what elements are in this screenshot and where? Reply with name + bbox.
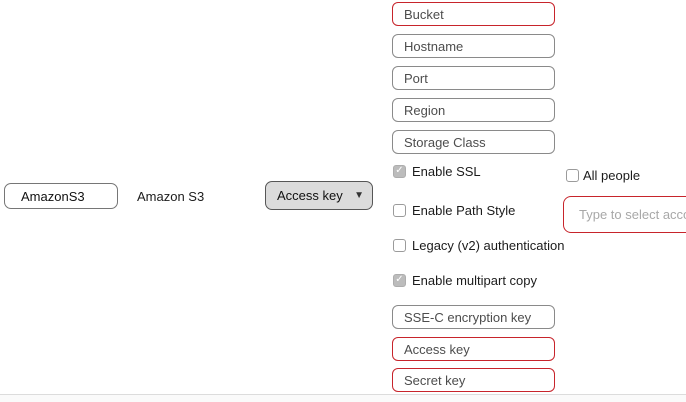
checkbox-label: Enable SSL [412, 163, 481, 179]
bucket-input[interactable] [392, 2, 555, 26]
checkbox-legacy-v2-auth[interactable]: ✓ Legacy (v2) authentication [393, 237, 565, 253]
chevron-down-icon: ▼ [354, 189, 364, 201]
checkbox-enable-multipart-copy[interactable]: ✓ Enable multipart copy [393, 272, 538, 288]
footer-strip [0, 395, 686, 402]
account-select-input[interactable] [563, 196, 686, 233]
protocol-label: Amazon S3 [137, 189, 205, 204]
checkbox-label: All people [583, 167, 641, 183]
storage-class-input[interactable] [392, 130, 555, 154]
checkmark-icon: ✓ [395, 165, 404, 176]
access-key-input[interactable] [392, 337, 555, 361]
hostname-input[interactable] [392, 34, 555, 58]
checkbox-label: Legacy (v2) authentication [412, 237, 565, 253]
checkmark-icon: ✓ [395, 274, 404, 285]
checkbox-icon[interactable]: ✓ [393, 273, 406, 287]
port-input[interactable] [392, 66, 555, 90]
auth-method-selected: Access key [277, 188, 343, 203]
auth-method-dropdown[interactable]: Access key ▼ [265, 181, 373, 210]
bottom-divider [0, 394, 686, 395]
checkbox-icon[interactable]: ✓ [393, 164, 406, 178]
checkbox-enable-path-style[interactable]: ✓ Enable Path Style [393, 202, 516, 218]
sse-c-encryption-key-input[interactable] [392, 305, 555, 329]
checkbox-icon[interactable]: ✓ [393, 238, 406, 252]
secret-key-input[interactable] [392, 368, 555, 392]
checkbox-label: Enable Path Style [412, 202, 516, 218]
checkbox-icon[interactable]: ✓ [566, 168, 579, 182]
nickname-input[interactable] [4, 183, 118, 209]
checkbox-label: Enable multipart copy [412, 272, 538, 288]
checkbox-enable-ssl[interactable]: ✓ Enable SSL [393, 163, 481, 179]
region-input[interactable] [392, 98, 555, 122]
checkbox-icon[interactable]: ✓ [393, 203, 406, 217]
checkbox-all-people[interactable]: ✓ All people [566, 167, 641, 183]
